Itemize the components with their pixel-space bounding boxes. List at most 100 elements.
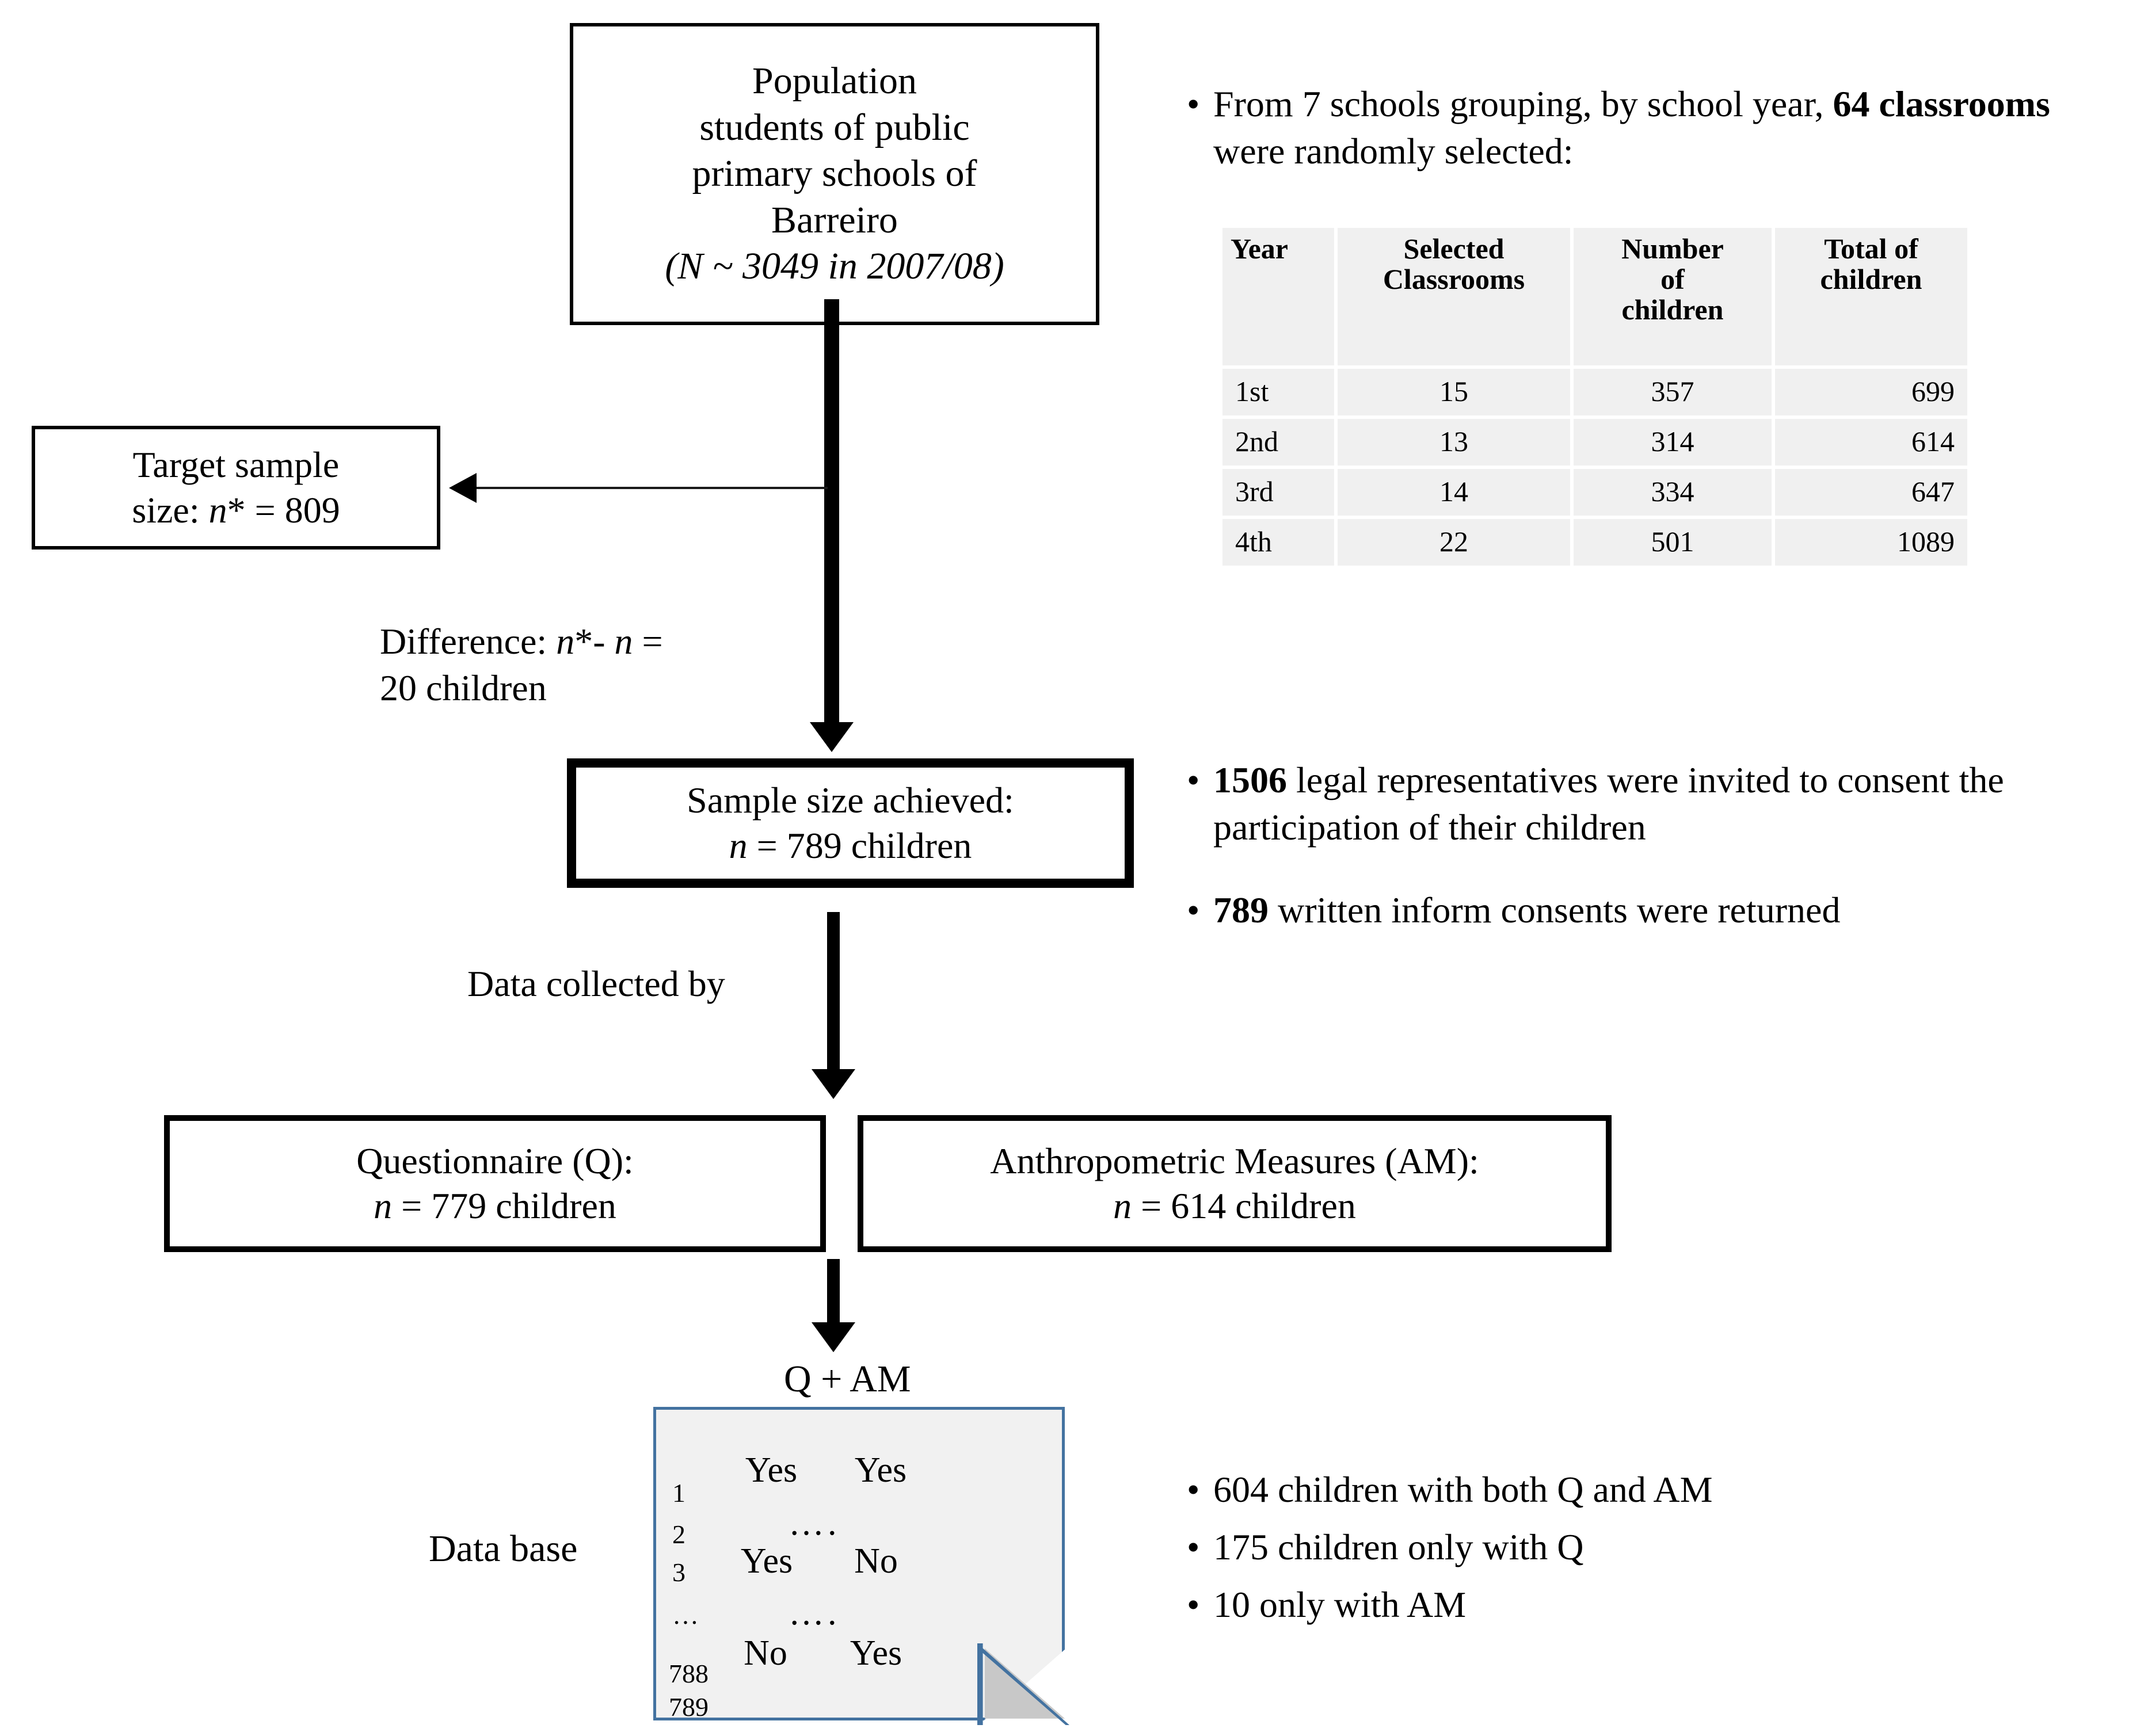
outcome-bullets-block: • 604 children with both Q and AM • 175 … xyxy=(1187,1466,2108,1628)
consent-bullet-2-body: written inform consents were returned xyxy=(1269,889,1841,930)
bullet-icon: • xyxy=(1187,760,1200,800)
consent-bullet-1: • 1506 legal representatives were invite… xyxy=(1187,757,2108,851)
bullet-icon: • xyxy=(1187,1526,1200,1567)
cell-total-4: 1089 xyxy=(1775,519,1967,566)
classroom-sampling-table: Year Selected Classrooms Number of child… xyxy=(1219,224,1971,569)
anthropometric-measures-box: Anthropometric Measures (AM): n = 614 ch… xyxy=(858,1115,1612,1252)
arrow-shaft-instruments-to-database xyxy=(827,1259,840,1342)
header-num-l2: of xyxy=(1660,263,1685,295)
q-plus-am-label: Q + AM xyxy=(784,1355,911,1403)
table-row: 2nd 13 314 614 xyxy=(1222,419,1967,466)
consent-bullet-2-count: 789 xyxy=(1213,889,1269,930)
population-line-5: (N ~ 3049 in 2007/08) xyxy=(665,245,1004,288)
arrow-head-population-to-sample xyxy=(810,722,854,752)
questionnaire-line-2: n = 779 children xyxy=(374,1185,616,1226)
sampling-bullet-row: • From 7 schools grouping, by school yea… xyxy=(1187,81,2108,175)
consent-bullet-1-text: 1506 legal representatives were invited … xyxy=(1213,757,2108,851)
outcome-bullet-2-text: 175 children only with Q xyxy=(1213,1526,1584,1567)
sampling-bullet-text: From 7 schools grouping, by school year,… xyxy=(1213,81,2108,175)
table-header-number-of-children: Number of children xyxy=(1574,228,1772,365)
cell-year-3: 3rd xyxy=(1222,469,1334,516)
db-row-index-2: 2 xyxy=(672,1520,685,1549)
arrow-head-instruments-to-database xyxy=(812,1322,855,1352)
db-row-index-6: 789 xyxy=(669,1692,709,1722)
cell-selected-3: 14 xyxy=(1338,469,1570,516)
cell-number-1: 357 xyxy=(1574,369,1772,415)
difference-line-2: 20 children xyxy=(380,667,547,708)
header-tot-l1: Total of xyxy=(1824,232,1918,265)
db-row-dots-2: …. xyxy=(789,1504,840,1543)
data-base-label: Data base xyxy=(429,1525,577,1573)
header-num-l3: children xyxy=(1621,293,1724,326)
anthropometric-line-2: n = 614 children xyxy=(1113,1185,1356,1226)
difference-label: Difference: n*- n = 20 children xyxy=(380,619,663,711)
cell-number-2: 314 xyxy=(1574,419,1772,466)
consent-bullet-2-text: 789 written inform consents were returne… xyxy=(1213,887,1840,934)
cell-year-1: 1st xyxy=(1222,369,1334,415)
difference-line-1: Difference: n*- n = xyxy=(380,621,663,662)
cell-year-4: 4th xyxy=(1222,519,1334,566)
arrow-head-to-target-sample xyxy=(449,473,477,503)
consent-bullets-block: • 1506 legal representatives were invite… xyxy=(1187,757,2108,934)
outcome-bullet-3: • 10 only with AM xyxy=(1187,1581,2108,1628)
header-num-l1: Number xyxy=(1621,232,1724,265)
db-row-am-1: Yes xyxy=(854,1451,907,1490)
cell-number-4: 501 xyxy=(1574,519,1772,566)
cell-total-2: 614 xyxy=(1775,419,1967,466)
cell-selected-2: 13 xyxy=(1338,419,1570,466)
cell-total-1: 699 xyxy=(1775,369,1967,415)
bullet-icon: • xyxy=(1187,83,1200,124)
db-row-index-3: 3 xyxy=(672,1558,685,1587)
db-row-am-3: No xyxy=(854,1542,898,1581)
sampling-bullet-bold: 64 classrooms xyxy=(1833,83,2050,124)
table-row: 3rd 14 334 647 xyxy=(1222,469,1967,516)
cell-year-2: 2nd xyxy=(1222,419,1334,466)
cell-number-3: 334 xyxy=(1574,469,1772,516)
table-body: 1st 15 357 699 2nd 13 314 614 3rd 14 334… xyxy=(1222,369,1967,566)
header-tot-l2: children xyxy=(1820,263,1922,295)
bullet-icon: • xyxy=(1187,889,1200,930)
table-header-selected-classrooms: Selected Classrooms xyxy=(1338,228,1570,365)
consent-bullet-2: • 789 written inform consents were retur… xyxy=(1187,887,2108,934)
sample-size-line-1: Sample size achieved: xyxy=(687,780,1014,821)
outcome-bullet-1: • 604 children with both Q and AM xyxy=(1187,1466,2108,1513)
db-row-q-3: Yes xyxy=(740,1542,793,1581)
target-sample-line-2: size: n* = 809 xyxy=(132,489,340,531)
cell-selected-4: 22 xyxy=(1338,519,1570,566)
arrow-shaft-population-to-sample xyxy=(824,299,839,726)
data-collected-by-label: Data collected by xyxy=(467,961,725,1008)
header-sel-l2: Classrooms xyxy=(1382,263,1525,295)
population-box: Population students of public primary sc… xyxy=(570,23,1099,325)
db-row-q-5: No xyxy=(744,1634,787,1673)
table-header-row: Year Selected Classrooms Number of child… xyxy=(1222,228,1967,365)
target-sample-box: Target sample size: n* = 809 xyxy=(32,426,440,550)
data-collected-by-text: Data collected by xyxy=(467,963,725,1004)
arrow-shaft-sample-to-instruments xyxy=(827,912,840,1088)
questionnaire-line-1: Questionnaire (Q): xyxy=(356,1140,634,1181)
sampling-bullet-part2: were randomly selected: xyxy=(1213,130,1574,171)
outcome-bullet-3-text: 10 only with AM xyxy=(1213,1584,1467,1625)
cell-selected-1: 15 xyxy=(1338,369,1570,415)
db-row-am-5: Yes xyxy=(850,1634,902,1673)
population-line-3: primary schools of xyxy=(692,152,977,195)
sampling-bullet-part1: From 7 schools grouping, by school year, xyxy=(1213,83,1833,124)
sampling-bullet-block: • From 7 schools grouping, by school yea… xyxy=(1187,81,2108,175)
population-line-1: Population xyxy=(752,60,917,102)
database-note-rows: 1 Yes Yes 2 …. 3 Yes No … …. 788 No Yes … xyxy=(656,1410,1062,1722)
anthropometric-line-1: Anthropometric Measures (AM): xyxy=(990,1140,1479,1181)
db-row-q-1: Yes xyxy=(745,1451,798,1490)
sample-size-line-2: n = 789 children xyxy=(729,825,972,866)
sample-size-achieved-box: Sample size achieved: n = 789 children xyxy=(567,758,1134,888)
table-header-total-of-children: Total of children xyxy=(1775,228,1967,365)
database-note-fold-edge-2 xyxy=(977,1643,983,1725)
cell-total-3: 647 xyxy=(1775,469,1967,516)
bullet-icon: • xyxy=(1187,1584,1200,1625)
table-head: Year Selected Classrooms Number of child… xyxy=(1222,228,1967,365)
population-line-2: students of public xyxy=(699,106,970,148)
target-sample-line-1: Target sample xyxy=(132,444,340,486)
outcome-bullet-2: • 175 children only with Q xyxy=(1187,1524,2108,1571)
table-header-year: Year xyxy=(1222,228,1334,365)
table-row: 1st 15 357 699 xyxy=(1222,369,1967,415)
db-row-index-4: … xyxy=(672,1600,699,1630)
